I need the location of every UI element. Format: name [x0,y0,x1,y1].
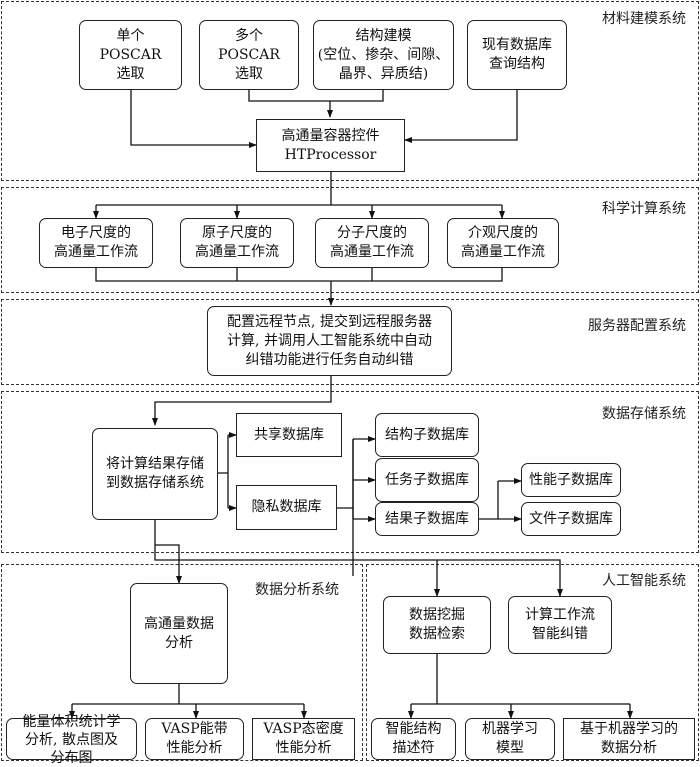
section-data-storage [1,391,699,553]
node-ht-analysis: 高通量数据 分析 [130,583,228,684]
node-store-results: 将计算结果存储 到数据存储系统 [92,428,218,520]
node-energy-volume: 能量体积统计学 分析, 散点图及 分布图 [6,714,137,766]
node-single-poscar: 单个 POSCAR 选取 [79,20,182,90]
connector-store-to-analysis [154,520,563,597]
section-title-material-modeling: 材料建模系统 [602,11,686,27]
node-htprocessor: 高通量容器控件 HTProcessor [256,119,405,172]
section-title-data-analysis: 数据分析系统 [255,582,339,598]
section-scientific-computing [1,187,699,293]
connector-multi-to-htp [248,90,333,118]
node-shared-db: 共享数据库 [236,413,342,457]
node-data-mining: 数据挖掘 数据检索 [383,596,491,654]
node-vasp-band: VASP能带 性能分析 [145,718,244,760]
connector-server-to-store [152,376,332,426]
node-file-subdb: 文件子数据库 [521,502,621,536]
section-data-analysis [1,564,363,761]
node-ml-analysis: 基于机器学习的 数据分析 [563,718,695,760]
section-title-scientific-computing: 科学计算系统 [602,201,686,217]
node-ml-model: 机器学习 模型 [465,718,555,760]
connector-result-to-sub [479,481,499,520]
node-structure-modeling: 结构建模 (空位、掺杂、间隙、 晶界、异质结) [313,20,454,90]
node-private-db: 隐私数据库 [236,485,337,530]
connector-structure-to-htp [330,90,384,102]
section-title-ai: 人工智能系统 [602,573,686,589]
node-molecule-workflow: 分子尺度的 高通量工作流 [315,218,429,268]
node-structure-subdb: 结构子数据库 [375,413,479,457]
node-vasp-dos: VASP态密度 性能分析 [252,718,355,760]
node-task-subdb: 任务子数据库 [375,458,479,502]
node-atom-workflow: 原子尺度的 高通量工作流 [180,218,294,268]
section-material-modeling [1,1,699,181]
node-meso-workflow: 介观尺度的 高通量工作流 [447,218,559,268]
section-server-config [1,299,699,385]
connector-single-to-htp [130,90,257,148]
node-multi-poscar: 多个 POSCAR 选取 [199,20,299,90]
connector-store-to-dbs [218,435,229,508]
node-result-subdb: 结果子数据库 [375,502,479,536]
section-ai [366,564,699,761]
section-title-data-storage: 数据存储系统 [602,406,686,422]
node-wf-correction: 计算工作流 智能纠错 [508,596,612,654]
node-performance-subdb: 性能子数据库 [521,463,621,497]
connector-dbquery-to-htp [404,90,518,143]
node-server-config: 配置远程节点, 提交到远程服务器 计算, 并调用人工智能系统中自动 纠错功能进行… [207,306,452,376]
node-structure-descriptor: 智能结构 描述符 [371,718,456,760]
connector-private-to-subdbs [337,439,354,576]
node-db-query: 现有数据库 查询结构 [467,20,567,90]
section-title-server-config: 服务器配置系统 [588,318,686,334]
node-electron-workflow: 电子尺度的 高通量工作流 [39,218,153,268]
